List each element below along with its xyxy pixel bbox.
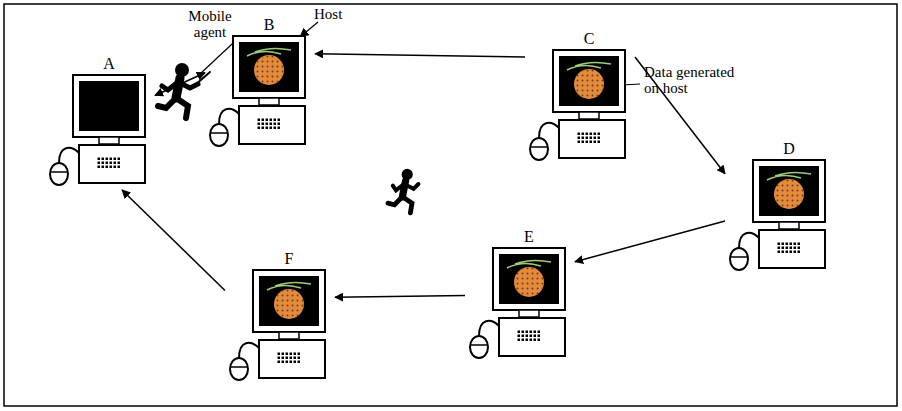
host-computer: C [525, 30, 635, 165]
leader-line [200, 44, 232, 74]
host-letter: D [725, 140, 835, 158]
host-letter: C [525, 30, 635, 48]
host-computer: A [45, 55, 155, 190]
host-computer: D [725, 140, 835, 275]
host-letter: E [465, 228, 575, 246]
migration-arrow [315, 54, 525, 57]
mobile-agent-figure [388, 169, 418, 213]
leader-arrow [300, 22, 318, 37]
migration-arrow [335, 296, 465, 298]
computer-icon [205, 34, 315, 149]
migration-arrow [122, 190, 225, 291]
annotation-label: Mobile agent [175, 8, 245, 40]
host-letter: A [45, 55, 155, 73]
computer-icon [225, 268, 335, 383]
computer-icon [45, 73, 155, 188]
host-computer: F [225, 250, 335, 385]
frame [4, 4, 897, 406]
host-computer: E [465, 228, 575, 363]
computer-icon [465, 246, 575, 361]
migration-arrow [575, 221, 725, 262]
host-letter: F [225, 250, 335, 268]
computer-icon [525, 48, 635, 163]
annotation-label: Host [314, 6, 364, 22]
migration-arrow [155, 73, 205, 96]
annotation-label: Data generated on host [644, 64, 740, 96]
computer-icon [725, 158, 835, 273]
